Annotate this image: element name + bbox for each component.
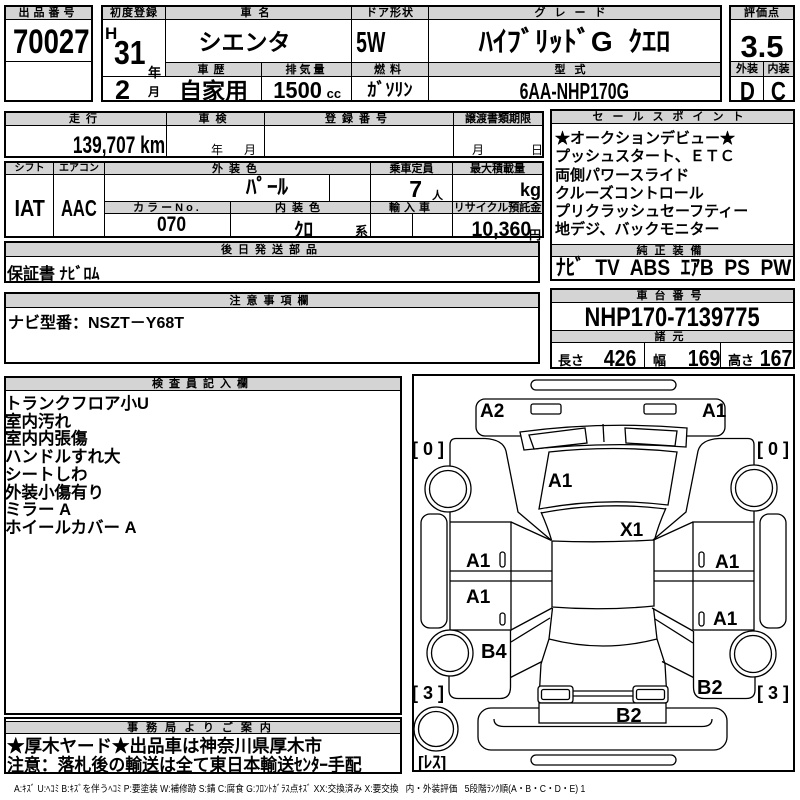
svg-text:A1: A1	[466, 587, 491, 608]
svg-text:A2: A2	[480, 401, 504, 422]
svg-text:[ 3 ]: [ 3 ]	[412, 683, 444, 703]
svg-text:A1: A1	[715, 552, 740, 573]
svg-text:A1: A1	[548, 471, 573, 492]
svg-text:[ 3 ]: [ 3 ]	[757, 683, 789, 703]
svg-text:B4: B4	[481, 641, 507, 663]
svg-text:X1: X1	[620, 520, 644, 541]
svg-text:[ 0 ]: [ 0 ]	[757, 439, 789, 459]
svg-text:B2: B2	[697, 677, 723, 699]
svg-text:[ﾚｽ]: [ﾚｽ]	[418, 753, 446, 772]
svg-text:B2: B2	[616, 705, 642, 727]
svg-text:A1: A1	[466, 551, 491, 572]
svg-text:A1: A1	[713, 609, 738, 630]
svg-text:A1: A1	[702, 401, 727, 422]
svg-text:[ 0 ]: [ 0 ]	[412, 439, 444, 459]
